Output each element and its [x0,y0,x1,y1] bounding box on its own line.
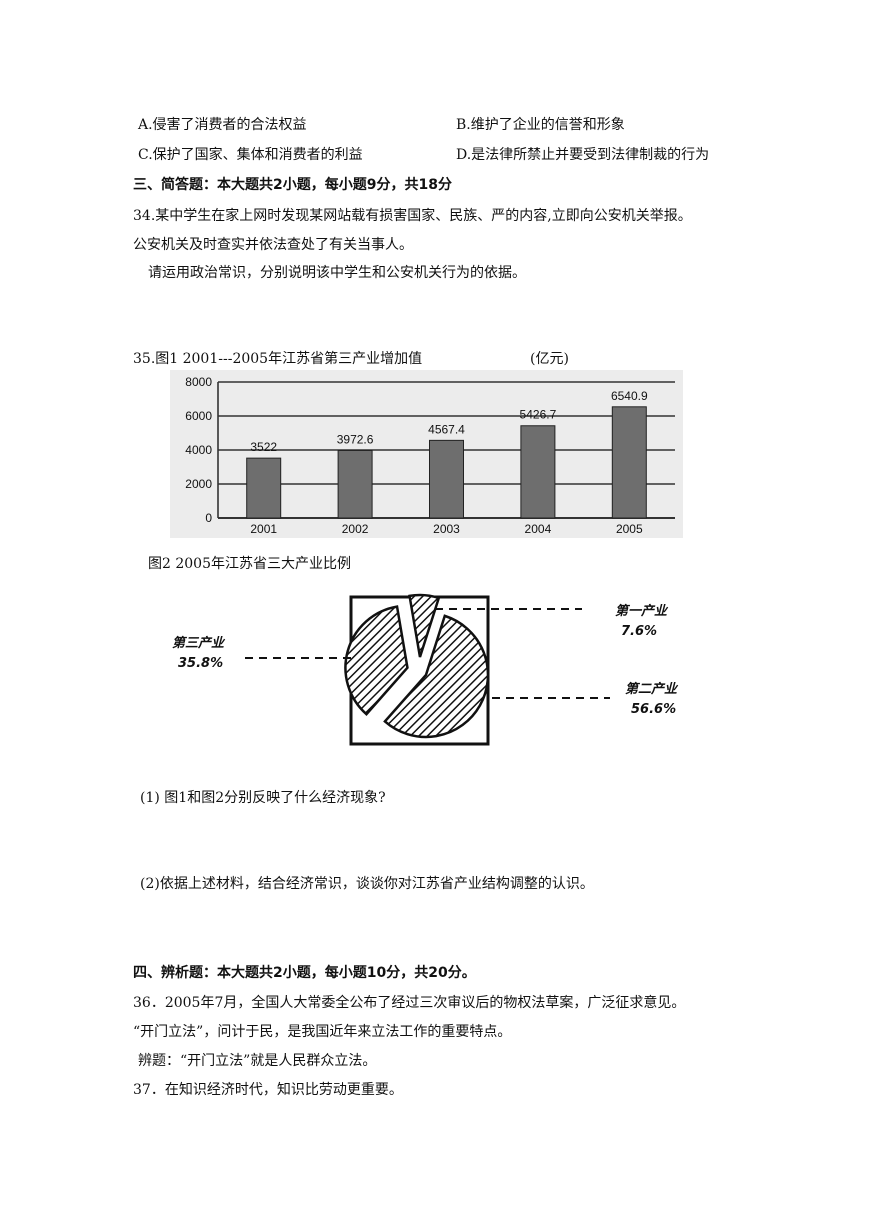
y-tick-label: 2000 [185,477,212,491]
bar [429,439,464,519]
slice-percent-label: 35.8% [178,656,223,671]
bar [246,457,282,519]
q34-line3: 请运用政治常识，分别说明该中学生和公安机关行为的依据。 [148,265,526,281]
q35-subquestion-2: (2)依据上述材料，结合经济常识，谈谈你对江苏省产业结构调整的认识。 [140,876,594,892]
x-tick-label: 2002 [342,522,369,536]
bar [520,425,556,519]
section4-heading: 四、辨析题：本大题共2小题，每小题10分，共20分。 [133,965,476,981]
q36-line3: 辨题：“开门立法”就是人民群众立法。 [138,1053,377,1069]
bar-value-label: 3972.6 [337,432,374,446]
pie-slice [344,605,409,716]
slice-name-label: 第二产业 [625,681,679,697]
bar-value-label: 5426.7 [520,408,557,422]
q35-figure2-caption: 图2 2005年江苏省三大产业比例 [148,556,351,572]
option-d: D.是法律所禁止并要受到法律制裁的行为 [456,147,710,163]
q34-line1: 34.某中学生在家上网时发现某网站载有损害国家、民族、严的内容,立即向公安机关举… [133,208,692,224]
bar-value-label: 6540.9 [611,389,648,403]
slice-percent-label: 56.6% [631,702,676,717]
pie-chart: 第一产业 7.6% 第二产业 56.6% 第三产业 35.8% [172,593,679,746]
slice-name-label: 第一产业 [615,603,669,619]
x-tick-label: 2001 [250,522,277,536]
q35-subquestion-1: (1) 图1和图2分别反映了什么经济现象? [140,790,386,806]
section3-heading: 三、简答题：本大题共2小题，每小题9分，共18分 [133,177,452,193]
option-a: A.侵害了消费者的合法权益 [138,117,307,133]
y-tick-label: 4000 [185,443,212,457]
pie-slice [408,593,441,658]
q35-figure1-unit: (亿元) [530,351,569,367]
q35-figure1-caption: 35.图1 2001---2005年江苏省第三产业增加值 [133,351,423,367]
y-tick-label: 8000 [185,375,212,389]
bar-value-label: 3522 [250,440,277,454]
bar [611,406,647,519]
y-tick-label: 6000 [185,409,212,423]
option-b: B.维护了企业的信誉和形象 [456,117,625,133]
x-tick-label: 2005 [616,522,643,536]
q34-line2: 公安机关及时查实并依法查处了有关当事人。 [133,237,413,253]
slice-percent-label: 7.6% [621,624,657,639]
x-tick-label: 2003 [433,522,460,536]
slice-name-label: 第三产业 [172,635,226,651]
q37-line1: 37．在知识经济时代，知识比劳动更重要。 [133,1082,403,1098]
pie-slice [383,614,490,739]
bar [337,449,373,519]
bar-value-label: 4567.4 [428,422,465,436]
bar-chart: 0 2000 4000 6000 8000 3522 2001 3972.6 2002 4567.… [170,370,683,538]
q36-line2: “开门立法”，问计于民，是我国近年来立法工作的重要特点。 [133,1024,512,1040]
y-tick-label: 0 [205,511,212,525]
x-tick-label: 2004 [525,522,552,536]
option-c: C.保护了国家、集体和消费者的利益 [138,147,363,163]
q36-line1: 36．2005年7月，全国人大常委全公布了经过三次审议后的物权法草案，广泛征求意… [133,995,686,1011]
